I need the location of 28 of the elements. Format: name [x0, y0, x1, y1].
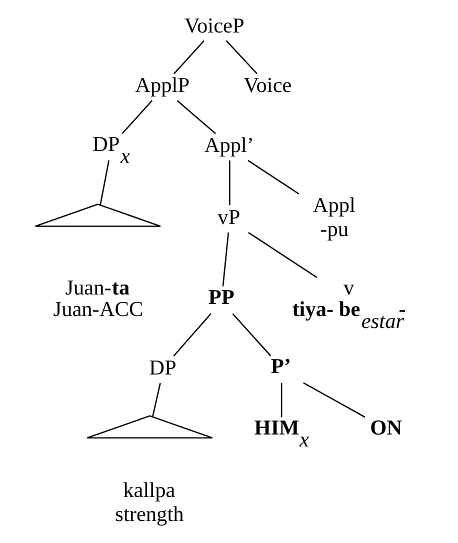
node-text: P’	[270, 354, 292, 378]
connector	[122, 100, 153, 134]
connector	[176, 100, 216, 134]
connector	[173, 313, 212, 356]
connector	[248, 232, 318, 278]
node-text: PP	[208, 284, 234, 309]
connector	[174, 40, 204, 74]
connector	[226, 40, 258, 74]
node-text: DP	[149, 355, 176, 380]
connector	[280, 383, 282, 418]
connector	[229, 160, 230, 206]
connector	[100, 160, 110, 205]
connector	[152, 382, 161, 417]
connector	[222, 232, 230, 286]
node-triangle	[86, 415, 214, 439]
node-text: VoiceP	[184, 13, 244, 38]
node-text: ApplP	[135, 73, 190, 98]
node-triangle	[34, 204, 162, 227]
connector	[303, 382, 366, 418]
connector	[232, 313, 272, 356]
node-label: kallpa	[123, 478, 176, 502]
node-text: vP	[218, 204, 240, 229]
node-text: Appl’	[204, 133, 254, 158]
node-text: ON	[370, 415, 402, 440]
node-text: Voice	[244, 73, 292, 98]
connector	[248, 160, 300, 194]
node-label: strength	[115, 502, 184, 526]
node-text: Appl -pu	[312, 193, 356, 241]
